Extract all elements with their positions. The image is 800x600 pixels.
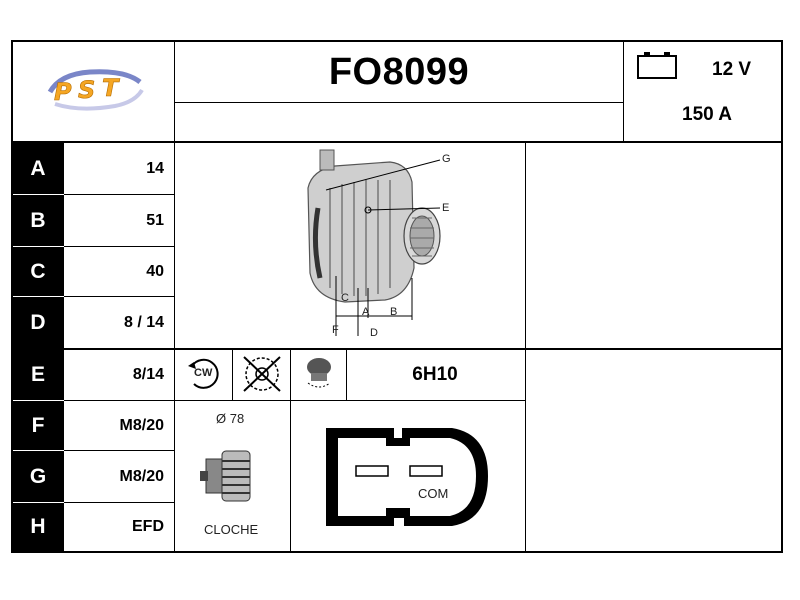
header-divider-2 <box>623 40 624 142</box>
row-sep-1 <box>64 194 174 195</box>
row-sep-2 <box>64 246 174 247</box>
row-value-g: M8/20 <box>119 467 164 485</box>
current-value: 150 A <box>682 104 732 125</box>
regulator-code: 6H10 <box>412 364 458 385</box>
row-letter-e: E <box>12 350 64 400</box>
row-letter-h: H <box>12 503 64 551</box>
clockwise-rotation-icon <box>188 358 219 389</box>
right-column-divider <box>525 141 526 552</box>
pulley-diameter: Ø 78 <box>216 411 245 426</box>
battery-icon <box>637 52 677 79</box>
icon-divider-3 <box>346 348 347 400</box>
frame-bottom <box>11 551 783 553</box>
svg-text:T: T <box>102 74 120 102</box>
frame-top <box>11 40 783 42</box>
rotation-label: CW <box>194 367 213 379</box>
frame-left <box>11 40 13 553</box>
diagram-label-a: A <box>362 306 370 318</box>
diagram-label-b: B <box>390 306 398 318</box>
diagram-label-c: C <box>341 292 349 304</box>
icon-divider-1 <box>232 348 233 400</box>
row-value-e: 8/14 <box>132 366 164 383</box>
diagram-label-f: F <box>332 324 339 336</box>
row-sep-3 <box>64 296 174 297</box>
row-value-f: M8/20 <box>119 416 164 434</box>
pulley-type: CLOCHE <box>204 522 259 537</box>
svg-text:S: S <box>78 76 95 104</box>
header-divider-1 <box>174 40 175 552</box>
row-sep-5 <box>64 400 525 401</box>
connector-label: COM <box>418 486 449 501</box>
connector-plug-icon <box>326 428 488 526</box>
alternator-diagram <box>307 149 441 336</box>
row-letter-g: G <box>12 451 64 502</box>
row-value-b: 51 <box>146 211 164 229</box>
row-letter-b: B <box>12 195 64 246</box>
brand-logo: P S T <box>40 62 150 117</box>
part-number-title: FO8099 <box>328 50 470 93</box>
logo-icon: P S T <box>47 69 144 111</box>
title-underline <box>174 102 624 103</box>
row-letter-d: D <box>12 297 64 348</box>
row-value-d: 8 / 14 <box>123 313 164 331</box>
diagram-label-d: D <box>370 327 378 339</box>
header-bottom <box>11 141 783 143</box>
row-value-c: 40 <box>146 262 164 280</box>
voltage-value: 12 V <box>712 59 752 80</box>
row-letter-c: C <box>12 247 64 296</box>
cloche-pulley-icon <box>200 450 251 502</box>
row-sep-6 <box>64 450 174 451</box>
diagram-label-e: E <box>442 202 450 214</box>
row-letter-a: A <box>12 143 64 194</box>
diagram-label-g: G <box>442 153 451 165</box>
row-value-a: 14 <box>146 159 164 177</box>
row-sep-4 <box>11 348 783 350</box>
frame-right <box>781 40 783 553</box>
row-sep-7 <box>64 502 174 503</box>
regulator-icon <box>307 358 331 388</box>
row-value-h: EFD <box>132 518 164 535</box>
no-fan-icon <box>243 356 281 392</box>
svg-text:P: P <box>54 78 72 106</box>
icon-divider-2 <box>290 348 291 552</box>
row-letter-f: F <box>12 401 64 450</box>
